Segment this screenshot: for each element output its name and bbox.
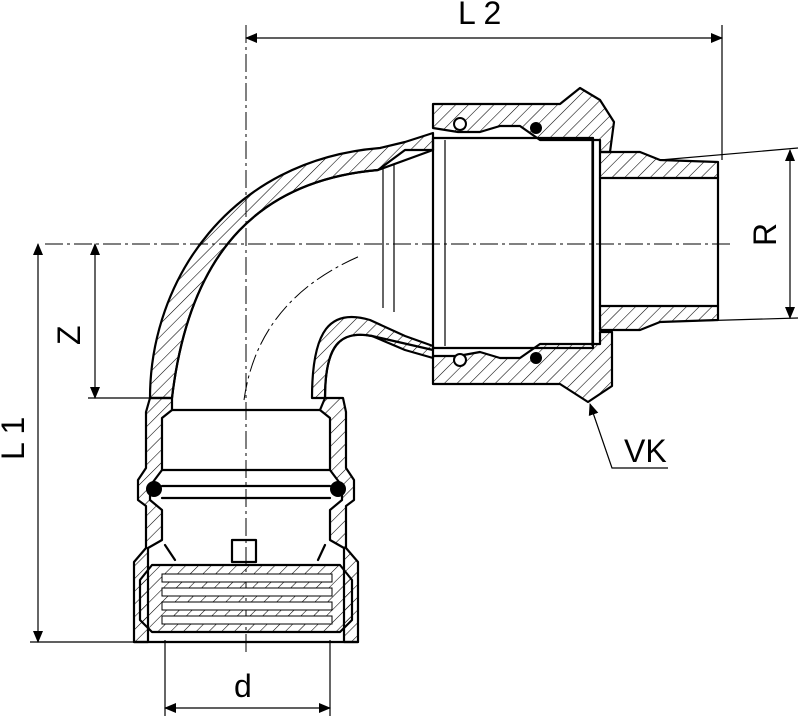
- elbow-body: [148, 131, 435, 400]
- dimensions: [30, 25, 799, 716]
- press-socket: [132, 396, 360, 644]
- center-lines: [45, 25, 730, 652]
- label-d: d: [234, 668, 252, 704]
- union-end: [431, 86, 720, 404]
- label-l1: L 1: [0, 417, 31, 460]
- label-z: Z: [51, 325, 87, 345]
- label-vk: VK: [624, 433, 667, 469]
- label-l2: L 2: [458, 0, 501, 31]
- label-r: R: [747, 223, 783, 246]
